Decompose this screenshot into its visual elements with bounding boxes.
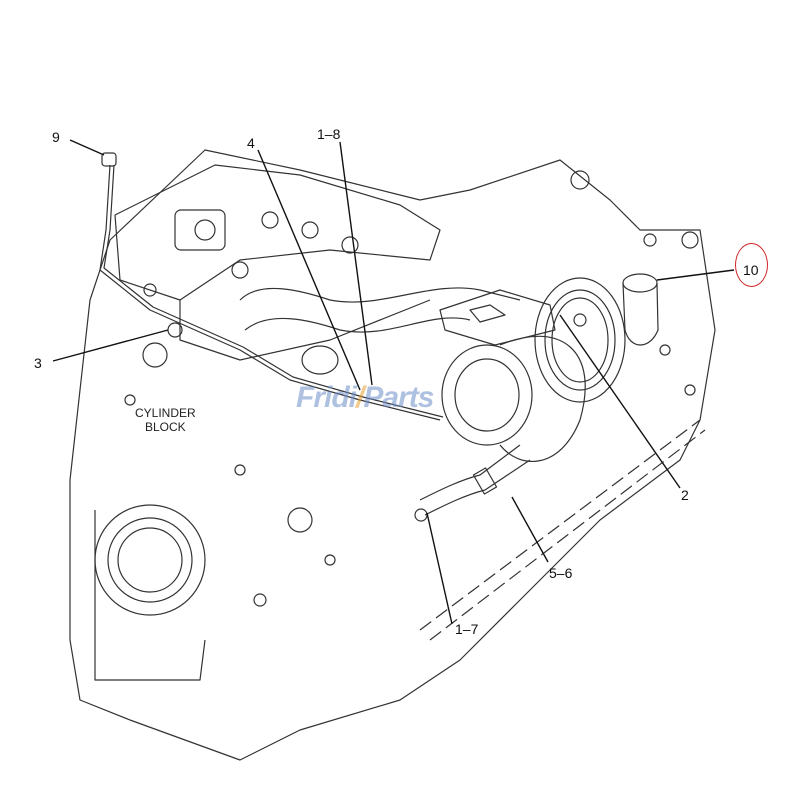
callout-3[interactable]: 3 xyxy=(34,355,42,371)
callout-4[interactable]: 4 xyxy=(247,135,255,151)
watermark-slash: / xyxy=(356,381,364,414)
callout-10[interactable]: 10 xyxy=(743,262,759,278)
watermark: Fridi/Parts xyxy=(296,381,434,415)
highlight-circle xyxy=(735,243,768,287)
callout-1-7[interactable]: 1–7 xyxy=(455,621,479,637)
callout-2[interactable]: 2 xyxy=(681,487,689,503)
block-label-line1: CYLINDER xyxy=(135,406,196,420)
callout-9[interactable]: 9 xyxy=(52,129,60,145)
block-label-line2: BLOCK xyxy=(145,420,186,434)
watermark-left: Fridi xyxy=(296,381,357,414)
callout-1-8[interactable]: 1–8 xyxy=(317,126,341,142)
callout-5-6[interactable]: 5–6 xyxy=(549,565,573,581)
cylinder-block-label: CYLINDER BLOCK xyxy=(135,406,196,434)
watermark-right: Parts xyxy=(363,381,434,414)
